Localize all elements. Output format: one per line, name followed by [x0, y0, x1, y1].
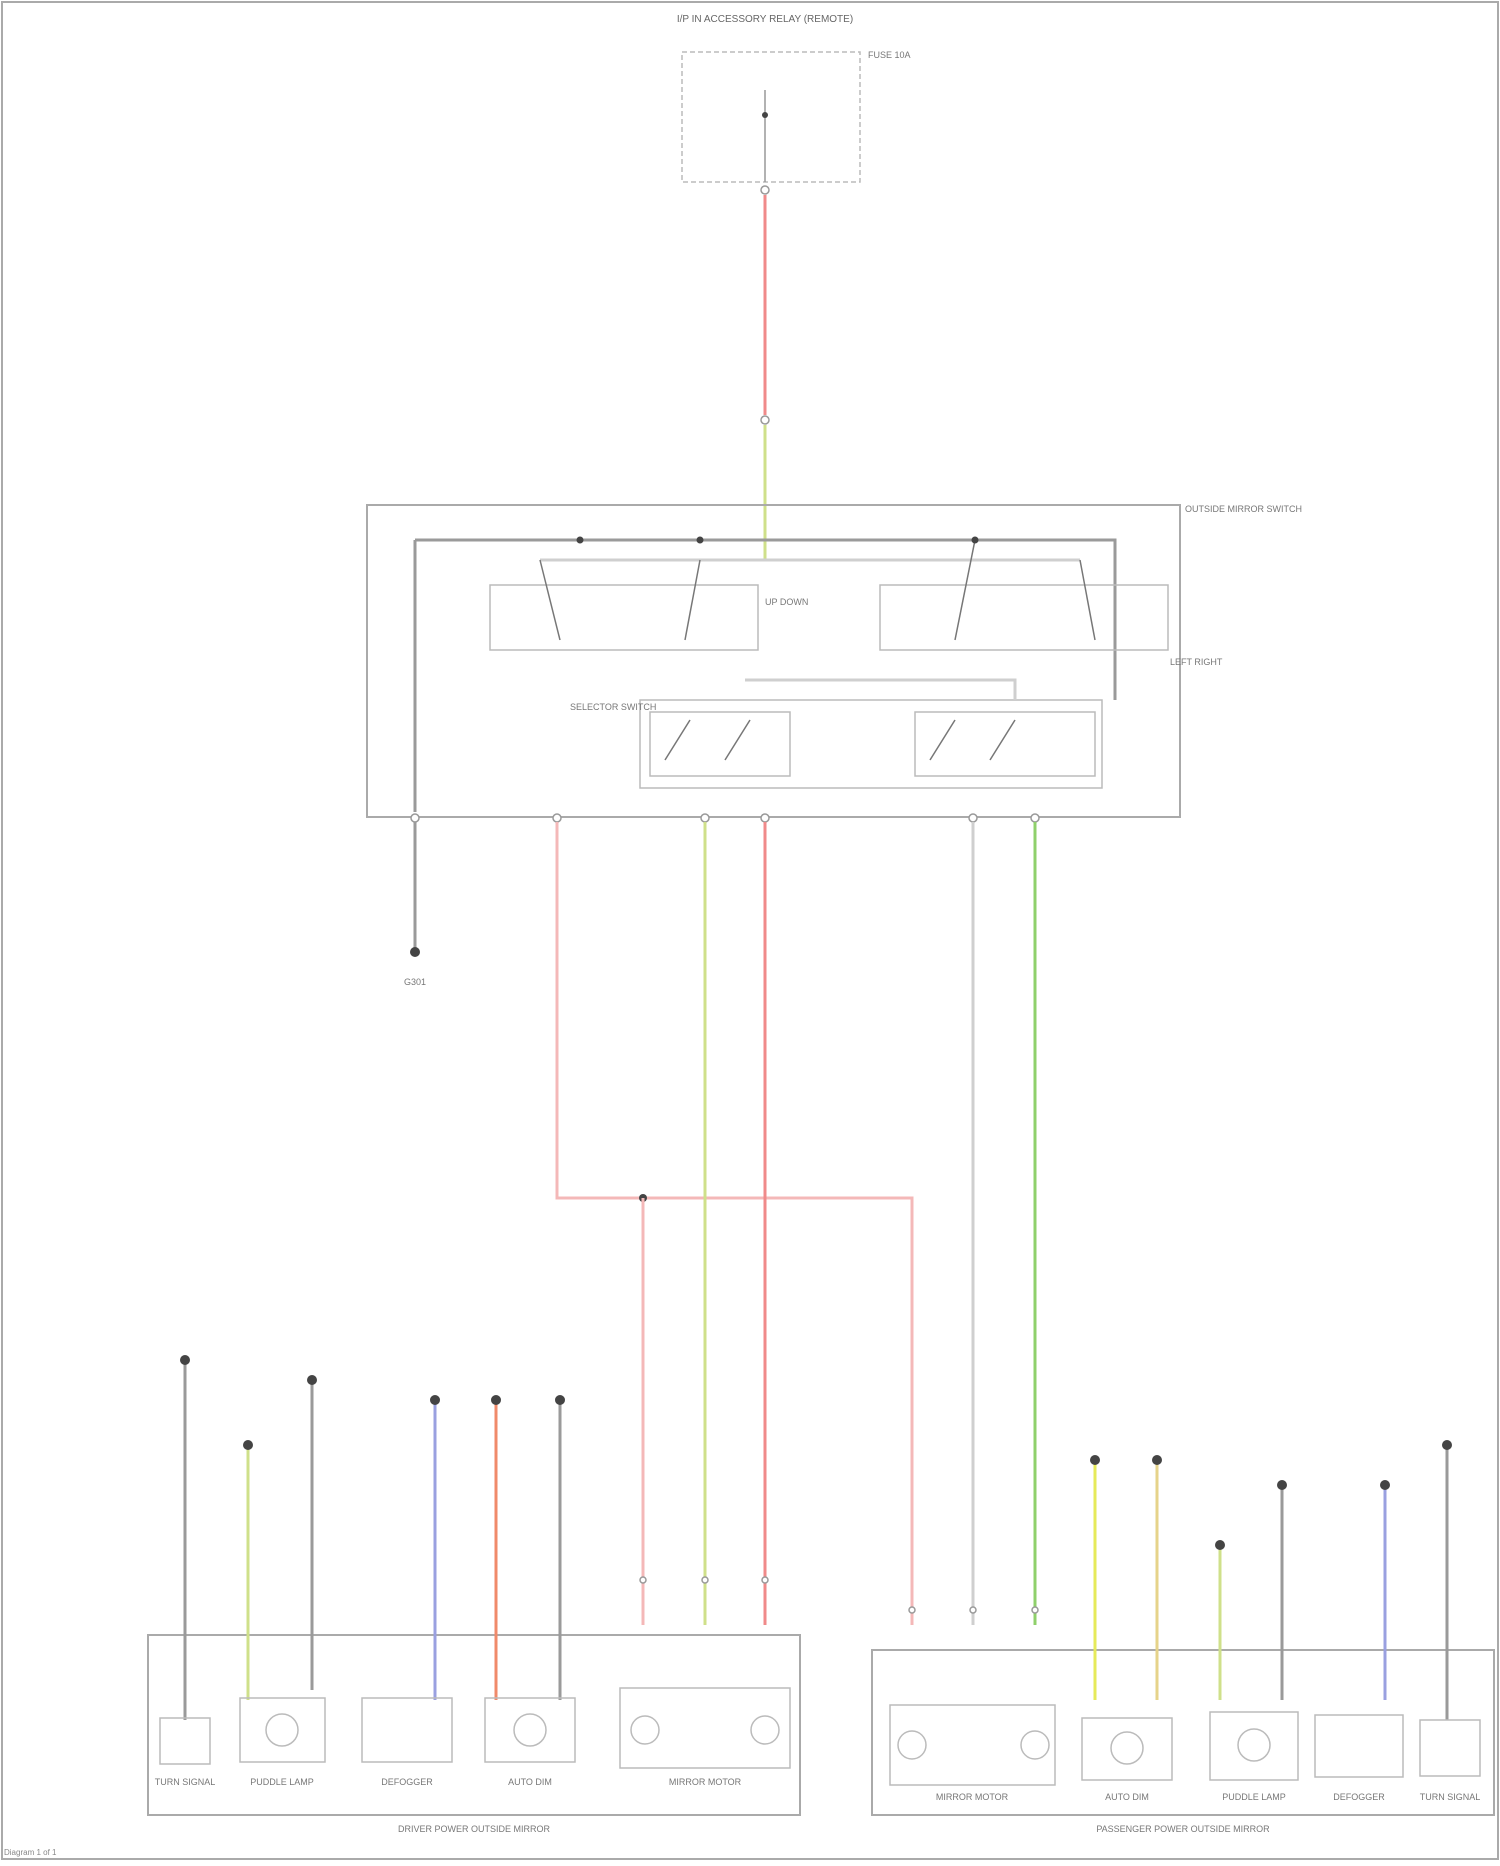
relay-terminal	[761, 186, 769, 194]
left-branch-wires	[180, 1355, 565, 1720]
main-switch-label: OUTSIDE MIRROR SWITCH	[1185, 504, 1302, 514]
left-assembly-box	[148, 1635, 800, 1815]
left-comp-3: DEFOGGER	[381, 1777, 433, 1787]
sel-blade-2	[725, 720, 750, 760]
right-assembly-label: PASSENGER POWER OUTSIDE MIRROR	[1096, 1824, 1270, 1834]
bottom-connector-ticks	[640, 1577, 1038, 1613]
left-comp-5: MIRROR MOTOR	[669, 1777, 742, 1787]
left-comp-4: AUTO DIM	[508, 1777, 552, 1787]
switch-updown-label: UP DOWN	[765, 597, 808, 607]
blade-4	[1080, 560, 1095, 640]
ground-point	[410, 947, 420, 957]
left-comp-1: TURN SIGNAL	[155, 1777, 216, 1787]
relay-contact-dot	[762, 112, 768, 118]
right-comp-3: PUDDLE LAMP	[1222, 1792, 1286, 1802]
selector-left	[650, 712, 790, 776]
switch-dot-1	[577, 537, 584, 544]
feed-connector	[761, 416, 769, 424]
blade-3	[955, 540, 975, 640]
selector-link	[745, 680, 1015, 700]
wire-pink-common	[557, 822, 912, 1625]
left-components	[160, 1688, 790, 1768]
selector-label: SELECTOR SWITCH	[570, 702, 656, 712]
fuse-label: FUSE 10A	[868, 50, 911, 60]
left-assembly-label: DRIVER POWER OUTSIDE MIRROR	[398, 1824, 551, 1834]
main-switch-box	[367, 505, 1180, 817]
right-components	[890, 1705, 1480, 1785]
bus-top	[415, 540, 1115, 700]
right-comp-1: MIRROR MOTOR	[936, 1792, 1009, 1802]
right-comp-2: AUTO DIM	[1105, 1792, 1149, 1802]
blade-2	[685, 560, 700, 640]
right-branch-wires	[1090, 1440, 1452, 1720]
blade-1	[540, 560, 560, 640]
ground-label: G301	[404, 977, 426, 987]
right-comp-4: DEFOGGER	[1333, 1792, 1385, 1802]
source-label: I/P IN ACCESSORY RELAY (REMOTE)	[677, 14, 853, 25]
sel-blade-4	[990, 720, 1015, 760]
footer-code: Diagram 1 of 1	[4, 1848, 56, 1857]
relay-box	[682, 52, 860, 182]
switch-leftright-label: LEFT RIGHT	[1170, 657, 1223, 667]
switch-updown	[490, 585, 758, 650]
switch-dot-3	[972, 537, 979, 544]
sel-blade-1	[665, 720, 690, 760]
sel-blade-3	[930, 720, 955, 760]
switch-leftright	[880, 585, 1168, 650]
left-comp-2: PUDDLE LAMP	[250, 1777, 314, 1787]
switch-dot-2	[697, 537, 704, 544]
selector-right	[915, 712, 1095, 776]
right-comp-5: TURN SIGNAL	[1420, 1792, 1481, 1802]
right-assembly-box	[872, 1650, 1494, 1815]
selector-box	[640, 700, 1102, 788]
